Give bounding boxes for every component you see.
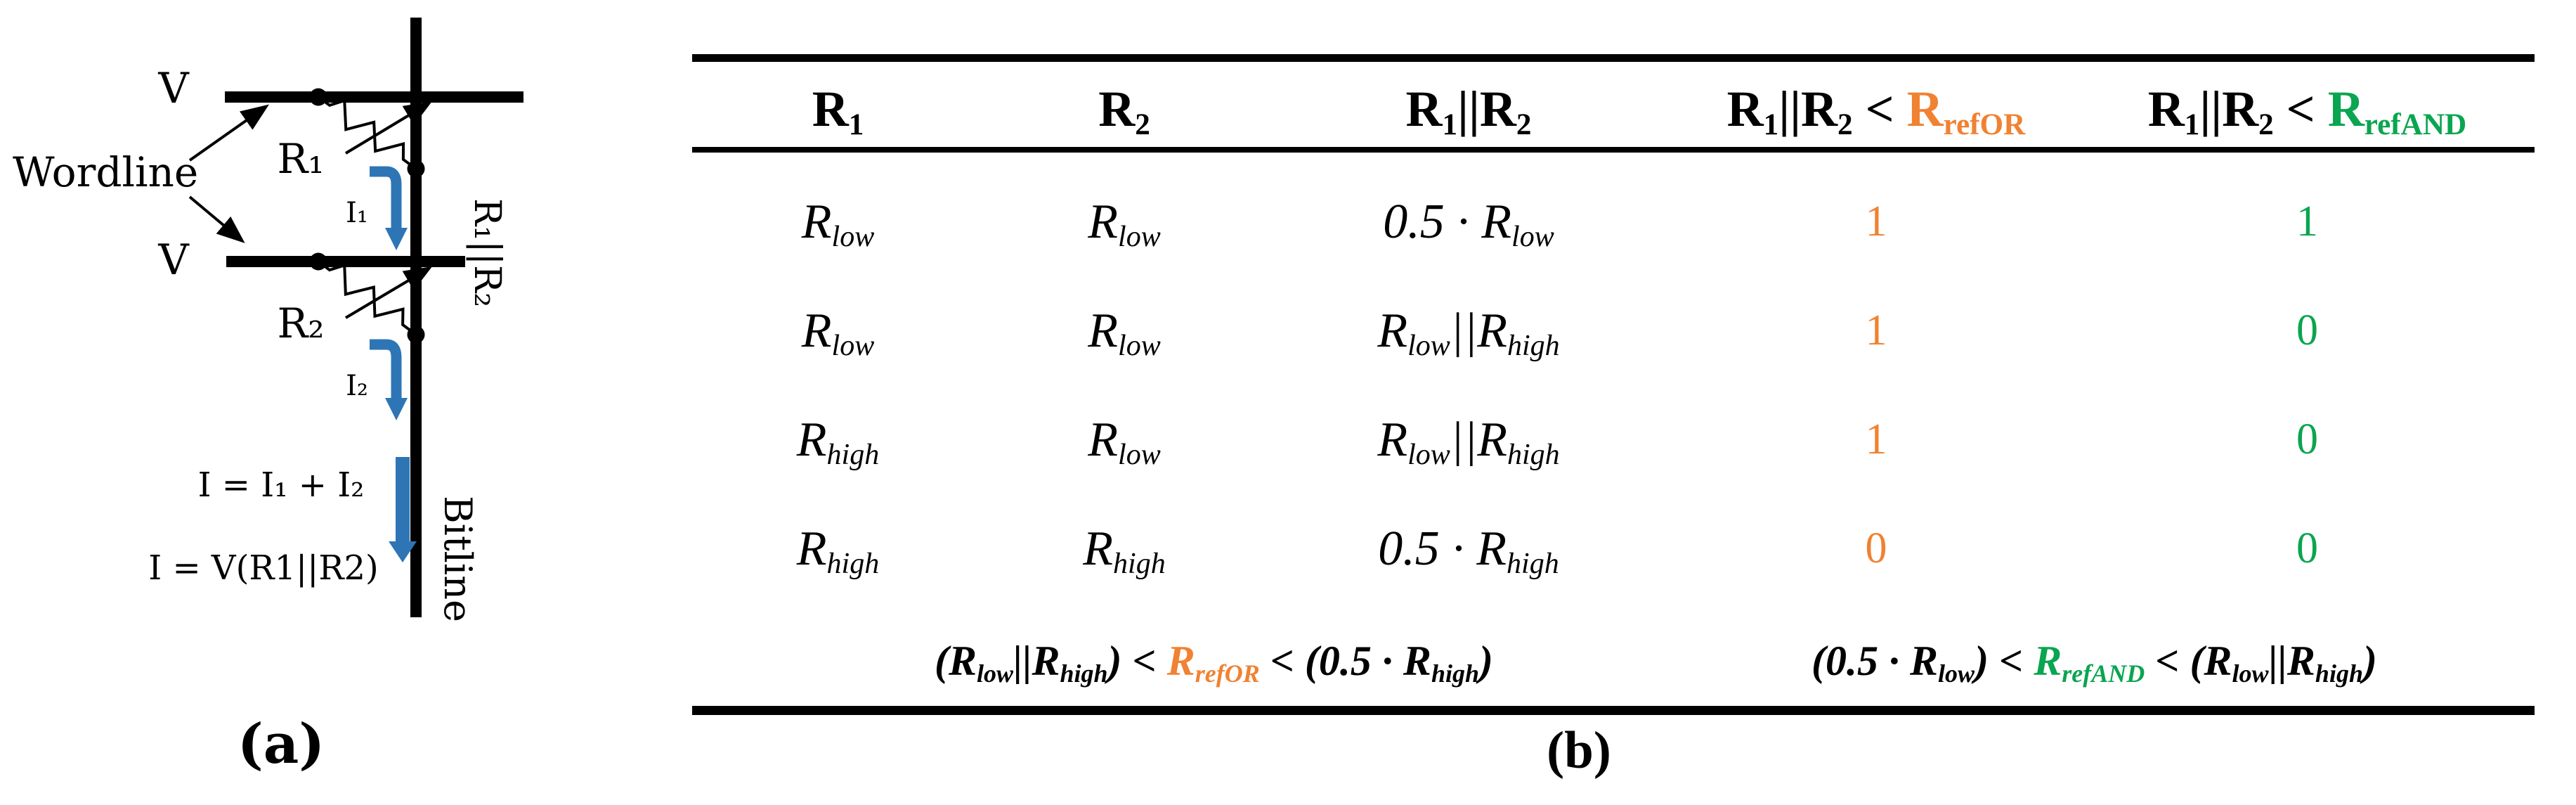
or-condition-ref: RrefOR	[1166, 637, 1260, 688]
wordline-pointer-arrow-top	[188, 104, 269, 162]
resistor-r2-arrow	[344, 266, 433, 319]
header-cell-r2: R2	[1098, 80, 1150, 141]
cell-parallel: 0.5 · Rlow	[1383, 194, 1554, 253]
panel-a-caption: (a)	[238, 712, 325, 776]
current-i1-arrowhead	[385, 228, 408, 250]
wordline-pointer-arrow-bottom	[188, 195, 245, 243]
cell-or-output: 1	[1865, 198, 1887, 245]
table-footer-row: (Rlow||Rhigh) < RrefOR < (0.5 · Rhigh) (…	[692, 609, 2535, 713]
resistor-r2-zigzag	[317, 260, 415, 335]
header-cell-and-comparison: R1||R2 < RrefAND	[2080, 80, 2535, 141]
table-row: Rhigh Rhigh 0.5 · Rhigh 0 0	[692, 494, 2535, 603]
voltage-label-top: V	[157, 64, 190, 113]
cell-parallel: Rlow||Rhigh	[1377, 412, 1560, 471]
current-i2-arrowhead	[385, 398, 408, 420]
voltage-label-bottom: V	[157, 236, 190, 285]
and-condition-left: (0.5 · Rlow) <	[1811, 637, 2034, 688]
current-i2-arrow	[370, 339, 402, 398]
cell-or-output: 0	[1865, 524, 1887, 572]
header-or-prefix: R1||R2 <	[1726, 80, 1907, 141]
cell-r2: Rlow	[1088, 412, 1161, 471]
total-current-arrowhead	[389, 541, 417, 562]
header-and-prefix: R1||R2 <	[2147, 80, 2328, 141]
cell-and-output: 0	[2296, 524, 2318, 572]
i1-label: I₁	[346, 197, 368, 229]
table-header-row: R1 R2 R1||R2 R1||R2 < RrefOR R1||R2 < Rr…	[692, 67, 2535, 151]
cell-r2: Rhigh	[1083, 521, 1166, 580]
cell-r1: Rlow	[801, 194, 875, 253]
cell-and-output: 1	[2296, 198, 2318, 245]
table-rule-header	[692, 147, 2535, 153]
cell-and-output: 0	[2296, 307, 2318, 354]
header-cell-r1: R1	[812, 80, 864, 141]
header-and-ref: RrefAND	[2327, 80, 2467, 141]
cell-or-output: 1	[1865, 307, 1887, 354]
figure-panel-a: V V Wordline R₁ I₁ R₂ I₂ R₁||R₂ I = I₁ +…	[13, 18, 523, 776]
r1-label: R₁	[278, 135, 325, 183]
header-cell-or-comparison: R1||R2 < RrefOR	[1672, 80, 2080, 141]
bitline-label: Bitline	[436, 496, 480, 622]
parallel-resistance-label: R₁||R₂	[466, 198, 508, 307]
r2-label: R₂	[278, 300, 325, 347]
cell-r1: Rlow	[801, 303, 875, 362]
current-voltage-equation: I = V(R1||R2)	[148, 548, 379, 588]
table-row: Rlow Rlow Rlow||Rhigh 1 0	[692, 276, 2535, 385]
i2-label: I₂	[346, 370, 368, 402]
table-row: Rlow Rlow 0.5 · Rlow 1 1	[692, 167, 2535, 276]
resistor-r1-arrow	[344, 101, 433, 155]
table-row: Rhigh Rlow Rlow||Rhigh 1 0	[692, 385, 2535, 494]
and-condition-formula: (0.5 · Rlow) < RrefAND < (Rlow||Rhigh)	[1672, 637, 2535, 688]
or-condition-formula: (Rlow||Rhigh) < RrefOR < (0.5 · Rhigh)	[692, 637, 1672, 688]
cell-and-output: 0	[2296, 416, 2318, 463]
and-condition-ref: RrefAND	[2034, 637, 2145, 688]
cell-or-output: 1	[1865, 416, 1887, 463]
header-or-ref: RrefOR	[1906, 80, 2026, 141]
header-cell-parallel: R1||R2	[1405, 80, 1532, 141]
cell-r1: Rhigh	[796, 521, 880, 580]
table-rule-bottom	[692, 706, 2535, 715]
or-condition-left: (Rlow||Rhigh) <	[935, 637, 1167, 688]
table-rule-top	[692, 54, 2535, 62]
cell-r1: Rhigh	[796, 412, 880, 471]
and-condition-right: < (Rlow||Rhigh)	[2145, 637, 2377, 688]
resistor-r1-zigzag	[317, 96, 416, 169]
or-condition-right: < (0.5 · Rhigh)	[1259, 637, 1493, 688]
panel-b-caption: (b)	[1547, 721, 1611, 780]
cell-r2: Rlow	[1088, 194, 1161, 253]
cell-parallel: Rlow||Rhigh	[1377, 303, 1560, 362]
wordline-label: Wordline	[13, 148, 198, 196]
cell-r2: Rlow	[1088, 303, 1161, 362]
current-sum-equation: I = I₁ + I₂	[198, 465, 365, 505]
current-i1-arrow	[370, 166, 402, 228]
cell-parallel: 0.5 · Rhigh	[1378, 521, 1559, 580]
